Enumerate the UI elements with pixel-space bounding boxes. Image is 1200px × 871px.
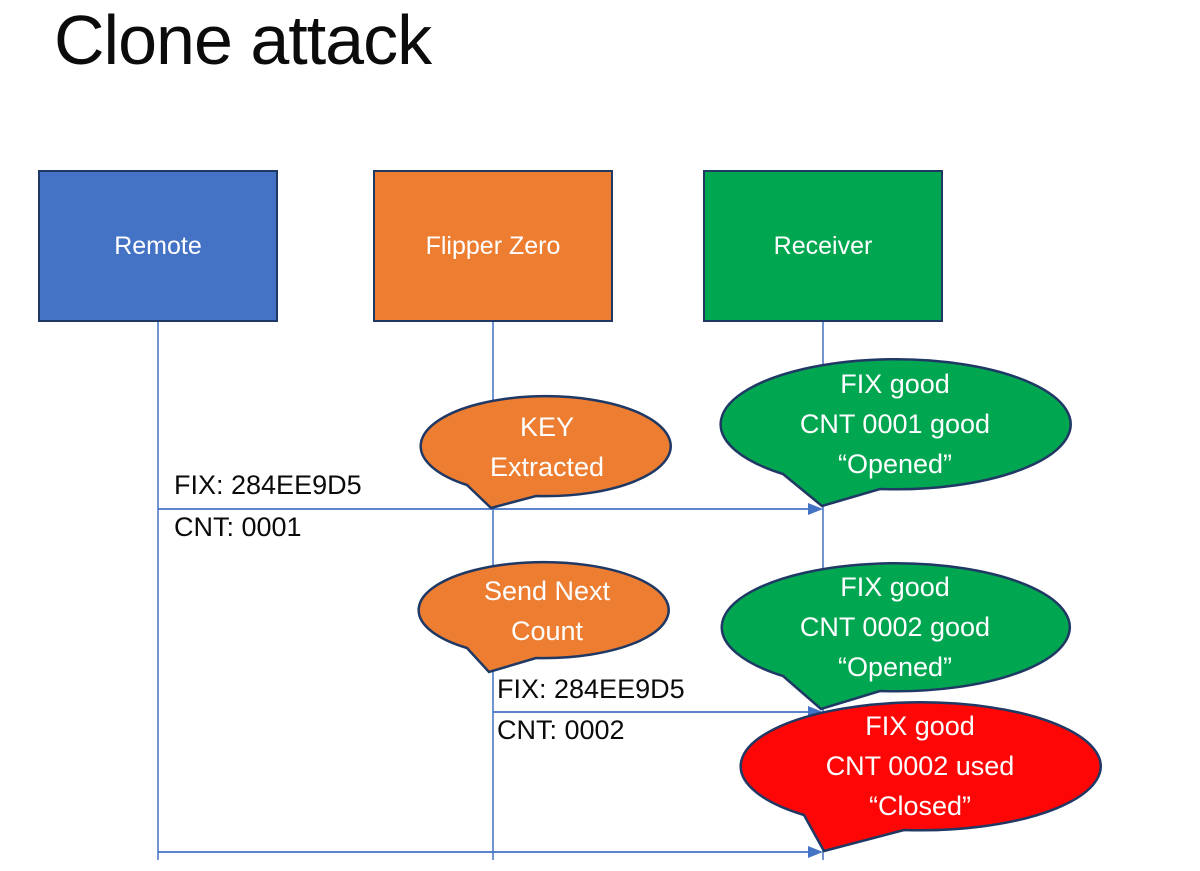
callout-key-extracted (419, 394, 672, 510)
callout-send-next-count (417, 560, 670, 674)
callout-closed (739, 701, 1102, 853)
msg2-label-fix: FIX: 284EE9D5 (497, 674, 685, 704)
callout-opened-first (719, 358, 1072, 508)
page-title: Clone attack (54, 1, 432, 79)
msg2-label-cnt: CNT: 0002 (497, 715, 625, 745)
arrow-head-msg3 (808, 846, 823, 858)
arrow-head-msg1 (808, 503, 823, 515)
actor-label-receiver: Receiver (773, 231, 873, 260)
actor-label-flipper-zero: Flipper Zero (425, 231, 561, 260)
actor-label-remote: Remote (114, 231, 202, 260)
actor-box-flipper-zero: Flipper Zero (373, 170, 613, 322)
actor-box-receiver: Receiver (703, 170, 943, 322)
msg1-label-fix: FIX: 284EE9D5 (174, 470, 362, 500)
actor-box-remote: Remote (38, 170, 278, 322)
callout-opened-second (720, 562, 1071, 711)
msg1-label-cnt: CNT: 0001 (174, 512, 302, 542)
